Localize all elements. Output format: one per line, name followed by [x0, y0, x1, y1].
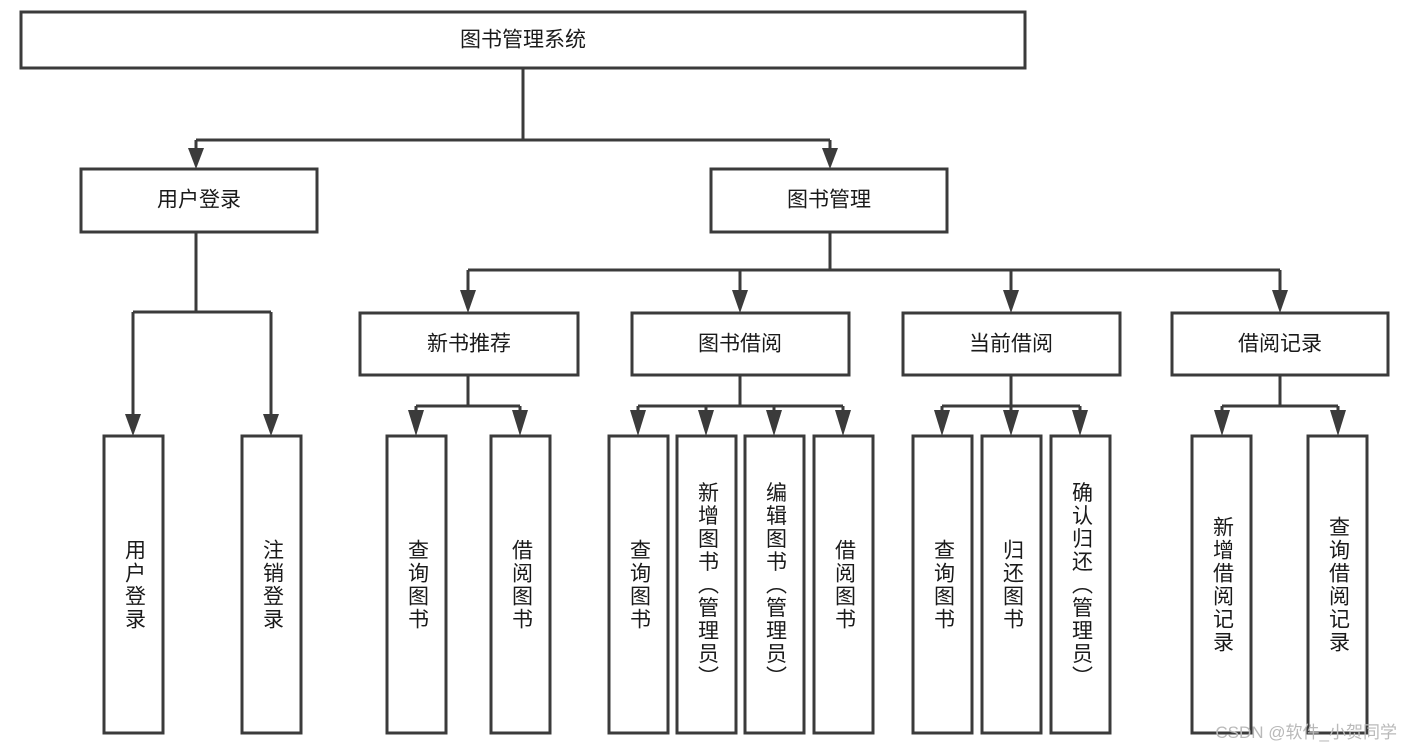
arrow-to-new-book-recommend: [460, 290, 476, 313]
leaf-query-book-3-box[interactable]: [911, 434, 974, 735]
node-new-book-recommend-label: 新书推荐: [427, 333, 511, 356]
leaf-borrow-book-1-box[interactable]: [489, 434, 552, 735]
leaf-query-book-2[interactable]: 查询图书: [607, 434, 670, 735]
leaf-confirm-return-box[interactable]: [1049, 434, 1112, 735]
leaf-user-login-box[interactable]: [102, 434, 165, 735]
leaf-edit-book-box[interactable]: [743, 434, 806, 735]
leaf-query-book-1-label: 查询图书: [405, 539, 429, 631]
leaf-query-book-2-box[interactable]: [607, 434, 670, 735]
arrow-to-leaf-user-login: [125, 414, 141, 436]
arrow-to-book-borrow: [732, 290, 748, 313]
node-borrow-record-label: 借阅记录: [1238, 333, 1322, 356]
leaf-borrow-book-2[interactable]: 借阅图书: [812, 434, 875, 735]
leaf-add-record-box[interactable]: [1190, 434, 1253, 735]
leaf-add-book[interactable]: 新增图书（管理员）: [675, 434, 738, 735]
arrow-to-leaf-edit-book: [766, 410, 782, 436]
arrow-to-leaf-query-book-2: [630, 410, 646, 436]
arrow-to-leaf-logout-login: [263, 414, 279, 436]
leaf-add-book-box[interactable]: [675, 434, 738, 735]
arrow-to-book-manage: [822, 148, 838, 169]
connector-layer: [125, 68, 1346, 436]
leaf-query-book-1-box[interactable]: [385, 434, 448, 735]
leaf-confirm-return[interactable]: 确认归还（管理员）: [1049, 434, 1112, 735]
node-root[interactable]: 图书管理系统: [19, 10, 1027, 70]
node-root-box[interactable]: [19, 10, 1027, 70]
node-book-manage-box[interactable]: [709, 167, 949, 234]
node-new-book-recommend-box[interactable]: [358, 311, 580, 377]
csdn-watermark: CSDN @软件_小贺同学: [1215, 723, 1397, 742]
leaf-borrow-book-1[interactable]: 借阅图书: [489, 434, 552, 735]
node-book-borrow-label: 图书借阅: [698, 333, 782, 356]
node-new-book-recommend[interactable]: 新书推荐: [358, 311, 580, 377]
leaf-user-login-label: 用户登录: [122, 539, 146, 631]
node-user-login-box[interactable]: [79, 167, 319, 234]
arrow-to-user-login: [188, 148, 204, 169]
leaf-query-record-label: 查询借阅记录: [1326, 516, 1350, 654]
leaf-logout-login[interactable]: 注销登录: [240, 434, 303, 735]
node-root-label: 图书管理系统: [460, 29, 586, 52]
node-book-borrow[interactable]: 图书借阅: [630, 311, 851, 377]
leaf-edit-book-label: 编辑图书（管理员）: [763, 482, 787, 689]
leaf-logout-login-label: 注销登录: [260, 539, 284, 631]
leaf-add-book-label: 新增图书（管理员）: [695, 482, 719, 689]
leaf-query-book-2-label: 查询图书: [627, 539, 651, 631]
arrow-to-leaf-query-record: [1330, 410, 1346, 436]
leaf-borrow-book-1-label: 借阅图书: [509, 539, 533, 631]
leaf-add-record-label: 新增借阅记录: [1210, 516, 1234, 654]
arrow-to-leaf-add-record: [1214, 410, 1230, 436]
leaf-logout-login-box[interactable]: [240, 434, 303, 735]
leaf-query-book-3-label: 查询图书: [931, 539, 955, 631]
arrow-to-leaf-add-book: [698, 410, 714, 436]
node-user-login-label: 用户登录: [157, 189, 241, 212]
node-book-manage[interactable]: 图书管理: [709, 167, 949, 234]
leaf-user-login[interactable]: 用户登录: [102, 434, 165, 735]
leaf-query-record-box[interactable]: [1306, 434, 1369, 735]
leaf-borrow-book-2-box[interactable]: [812, 434, 875, 735]
leaf-query-record[interactable]: 查询借阅记录: [1306, 434, 1369, 735]
leaf-borrow-book-2-label: 借阅图书: [832, 539, 856, 631]
node-current-borrow[interactable]: 当前借阅: [901, 311, 1122, 377]
arrow-to-leaf-borrow-book-2: [835, 410, 851, 436]
leaf-return-book-label: 归还图书: [1000, 539, 1024, 631]
leaf-return-book-box[interactable]: [980, 434, 1043, 735]
arrow-to-borrow-record: [1272, 290, 1288, 313]
leaf-query-book-3[interactable]: 查询图书: [911, 434, 974, 735]
node-user-login[interactable]: 用户登录: [79, 167, 319, 234]
leaf-edit-book[interactable]: 编辑图书（管理员）: [743, 434, 806, 735]
arrow-to-current-borrow: [1003, 290, 1019, 313]
arrow-to-leaf-query-book-1: [408, 410, 424, 436]
node-book-borrow-box[interactable]: [630, 311, 851, 377]
leaf-confirm-return-label: 确认归还（管理员）: [1069, 482, 1093, 689]
arrow-to-leaf-query-book-3: [934, 410, 950, 436]
arrow-to-leaf-return-book: [1003, 410, 1019, 436]
node-borrow-record-box[interactable]: [1170, 311, 1390, 377]
node-book-manage-label: 图书管理: [787, 189, 871, 212]
arrow-to-leaf-borrow-book-1: [512, 410, 528, 436]
node-borrow-record[interactable]: 借阅记录: [1170, 311, 1390, 377]
leaf-query-book-1[interactable]: 查询图书: [385, 434, 448, 735]
node-current-borrow-label: 当前借阅: [969, 333, 1053, 356]
arrow-to-leaf-confirm-return: [1072, 410, 1088, 436]
leaf-add-record[interactable]: 新增借阅记录: [1190, 434, 1253, 735]
node-current-borrow-box[interactable]: [901, 311, 1122, 377]
leaf-return-book[interactable]: 归还图书: [980, 434, 1043, 735]
